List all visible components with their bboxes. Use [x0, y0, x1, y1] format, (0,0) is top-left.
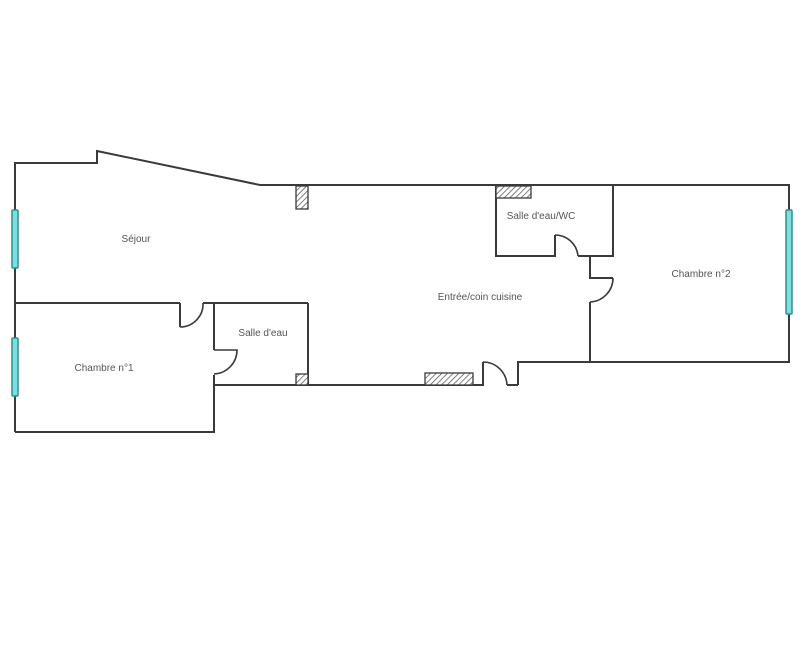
interior-walls [15, 185, 614, 385]
doors [179, 234, 614, 386]
duct-salle-eau [295, 373, 309, 386]
wall-chambre1-bottom [15, 375, 215, 433]
duct-entree [424, 372, 474, 386]
window-chambre1 [11, 337, 19, 397]
window-sejour [11, 209, 19, 269]
windows [11, 209, 793, 397]
room-labels: Séjour Chambre n°1 Salle d'eau Entrée/co… [74, 211, 730, 374]
door-chambre2 [589, 277, 614, 303]
label-entree: Entrée/coin cuisine [438, 292, 523, 303]
door-chambre1 [179, 302, 204, 328]
outer-walls [14, 149, 790, 433]
label-chambre1: Chambre n°1 [74, 363, 133, 374]
wall-sejour-top [14, 149, 790, 432]
door-entrance [482, 361, 508, 386]
ducts [295, 185, 532, 386]
door-salle-eau [213, 349, 238, 375]
duct-sejour [295, 185, 309, 210]
window-chambre2 [785, 209, 793, 315]
label-sejour: Séjour [122, 234, 152, 245]
label-salle-eau: Salle d'eau [238, 328, 287, 339]
door-salle-eau-wc [554, 234, 579, 257]
label-salle-eau-wc: Salle d'eau/WC [507, 211, 576, 222]
duct-salle-eau-wc [495, 185, 532, 199]
label-chambre2: Chambre n°2 [671, 269, 730, 280]
